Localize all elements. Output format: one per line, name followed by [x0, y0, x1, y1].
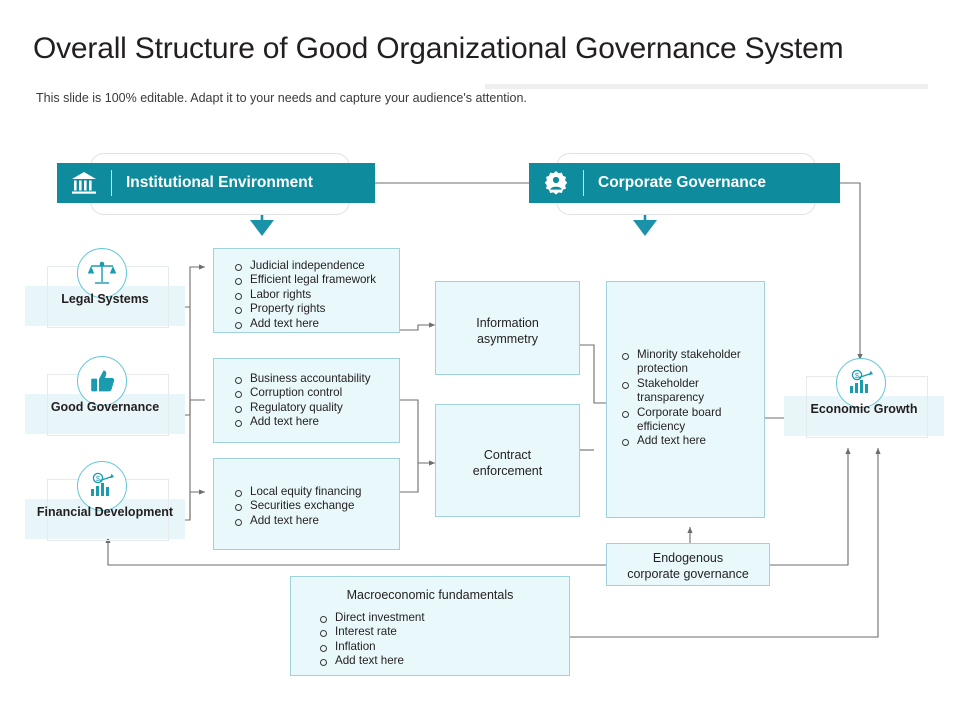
pillar-good-governance[interactable]: Good Governance	[25, 356, 185, 436]
pillar-economic-growth[interactable]: $ Economic Growth	[784, 358, 944, 438]
page-subtitle: This slide is 100% editable. Adapt it to…	[36, 91, 527, 105]
banner-divider	[111, 170, 112, 196]
macroeconomic-title: Macroeconomic fundamentals	[346, 588, 514, 602]
list-item: Add text here	[226, 514, 396, 528]
box-corporate-governance-outcomes[interactable]: Minority stakeholder protection Stakehol…	[606, 281, 765, 518]
box-legal-systems-details[interactable]: Judicial independence Efficient legal fr…	[213, 248, 400, 333]
endogenous-line2: corporate governance	[627, 567, 749, 581]
list-item: Corporate board efficiency	[613, 406, 763, 435]
contract-enforcement-line2: enforcement	[472, 464, 543, 478]
page-title: Overall Structure of Good Organizational…	[33, 32, 844, 65]
info-asymmetry-line2: asymmetry	[476, 332, 539, 346]
pillar-financial-development[interactable]: $ Financial Development	[25, 461, 185, 541]
list-item: Local equity financing	[226, 485, 396, 499]
box-financial-development-details[interactable]: Local equity financing Securities exchan…	[213, 458, 400, 550]
list-item: Judicial independence	[226, 259, 396, 273]
wire-cg-to-growth	[840, 182, 863, 360]
list-item: Business accountability	[226, 372, 396, 386]
list-item: Securities exchange	[226, 499, 396, 513]
banner-label-corporate: Corporate Governance	[598, 174, 766, 191]
list-item: Interest rate	[311, 625, 561, 639]
wire-financial-to-contract	[400, 463, 419, 493]
wire-endogenous-to-financial	[105, 537, 606, 566]
bullet-list-governance: Business accountability Corruption contr…	[226, 372, 396, 430]
list-item: Add text here	[613, 434, 763, 448]
list-item: Corruption control	[226, 386, 396, 400]
svg-text:$: $	[96, 476, 100, 483]
bullet-list-macroeconomic: Direct investment Interest rate Inflatio…	[311, 611, 561, 669]
banner-corporate-governance[interactable]: Corporate Governance	[529, 163, 840, 203]
wire-macro-to-growth	[570, 448, 881, 638]
endogenous-line1: Endogenous	[652, 551, 724, 565]
growth-chart-icon: $	[836, 358, 886, 408]
economic-growth-label: Economic Growth	[810, 402, 918, 416]
arrow-inst-down	[250, 220, 274, 236]
list-item: Labor rights	[226, 288, 396, 302]
list-item: Inflation	[311, 640, 561, 654]
list-item: Minority stakeholder protection	[613, 348, 763, 377]
box-good-governance-details[interactable]: Business accountability Corruption contr…	[213, 358, 400, 443]
svg-text:$: $	[855, 373, 859, 380]
title-divider	[485, 84, 928, 89]
box-contract-enforcement[interactable]: Contract enforcement	[435, 404, 580, 517]
pillar-label-financial-development: Financial Development	[36, 505, 174, 519]
bank-icon	[57, 171, 111, 195]
pillar-legal-systems[interactable]: Legal Systems	[25, 248, 185, 328]
box-information-asymmetry[interactable]: Information asymmetry	[435, 281, 580, 375]
bullet-list-outcomes: Minority stakeholder protection Stakehol…	[613, 348, 763, 449]
banner-label-institutional: Institutional Environment	[126, 174, 313, 191]
box-macroeconomic-fundamentals[interactable]: Macroeconomic fundamentals Direct invest…	[290, 576, 570, 676]
info-asymmetry-line1: Information	[476, 316, 539, 330]
growth-chart-icon: $	[77, 461, 127, 511]
gear-people-icon	[529, 170, 583, 196]
wire-info-to-outcomes	[580, 344, 606, 404]
list-item: Add text here	[226, 317, 396, 331]
bullet-list-financial: Local equity financing Securities exchan…	[226, 485, 396, 528]
pillar-label-good-governance: Good Governance	[50, 400, 160, 414]
bullet-list-legal: Judicial independence Efficient legal fr…	[226, 259, 396, 331]
list-item: Add text here	[311, 654, 561, 668]
list-item: Direct investment	[311, 611, 561, 625]
thumbs-up-icon	[77, 356, 127, 406]
list-item: Stakeholder transparency	[613, 377, 763, 406]
list-item: Efficient legal framework	[226, 273, 396, 287]
list-item: Property rights	[226, 302, 396, 316]
banner-divider	[583, 170, 584, 196]
list-item: Regulatory quality	[226, 401, 396, 415]
wire-endogenous-to-growth	[770, 448, 851, 566]
pillar-label-legal-systems: Legal Systems	[61, 292, 149, 306]
box-endogenous-corporate-governance[interactable]: Endogenous corporate governance	[606, 543, 770, 586]
scales-icon	[77, 248, 127, 298]
wire-legal-to-info	[400, 322, 435, 331]
list-item: Add text here	[226, 415, 396, 429]
wire-governance-to-contract	[400, 399, 435, 466]
contract-enforcement-line1: Contract	[483, 448, 532, 462]
banner-institutional-environment[interactable]: Institutional Environment	[57, 163, 375, 203]
arrow-cg-down	[633, 220, 657, 236]
